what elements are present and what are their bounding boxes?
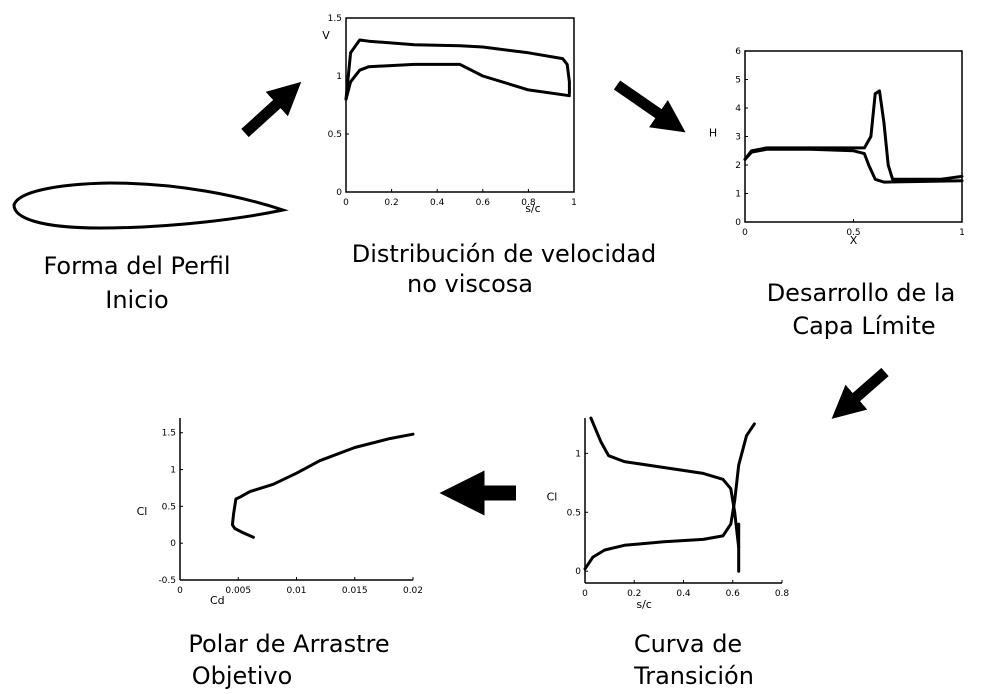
boundary-chart-xtick-label: 0.5 — [846, 228, 860, 238]
caption-transition-2: Transición — [633, 662, 754, 690]
transition-chart-xtick-label: 0.4 — [676, 589, 691, 599]
transition-chart-ytick-label: 0 — [575, 567, 581, 577]
velocity-chart-xtick-label: 0.8 — [521, 198, 536, 208]
velocity-chart-xtick-label: 1 — [571, 198, 577, 208]
polar-chart-xtick-label: 0.005 — [225, 586, 251, 596]
polar-chart-ylabel: Cl — [137, 505, 148, 518]
boundary-chart-xlabel: X — [850, 234, 858, 247]
boundary-chart-ytick-label: 5 — [735, 76, 741, 86]
transition-chart-ytick-label: 1 — [575, 449, 581, 459]
velocity-chart-ytick-label: 0 — [336, 188, 342, 198]
boundary-chart-xtick-label: 1 — [959, 228, 965, 238]
polar-chart-ytick-label: 1.5 — [162, 429, 176, 439]
polar-chart-ytick-label: 0.5 — [162, 502, 176, 512]
arrow-velocity-to-boundary — [613, 80, 686, 133]
boundary-chart-series-1 — [743, 89, 964, 181]
velocity-chart-xtick-label: 0.6 — [476, 198, 491, 208]
transition-chart-xtick-label: 0 — [582, 589, 588, 599]
charts-group: 0 0.2 0.4 0.6 0.8 1 0 0.5 1 1.5 s/c V 0 0.5 1 0 1 2 3 4 5 6X H… — [137, 14, 965, 611]
boundary-chart-xtick-label: 0 — [742, 228, 748, 238]
caption-polar-2: Objetivo — [192, 662, 293, 690]
boundary-chart-ytick-label: 6 — [735, 47, 741, 57]
velocity-chart-xtick-label: 0.4 — [430, 198, 445, 208]
caption-airfoil-1: Forma del Perfil — [43, 252, 230, 280]
caption-transition-1: Curva de — [634, 630, 742, 658]
transition-chart-xtick-label: 0.6 — [726, 589, 741, 599]
caption-airfoil-2: Inicio — [105, 286, 169, 314]
boundary-chart-ytick-label: 4 — [735, 104, 741, 114]
transition-chart-series-1 — [589, 416, 741, 550]
polar-chart-xtick-label: 0.01 — [286, 586, 306, 596]
boundary-chart-ytick-label: 3 — [735, 133, 741, 143]
polar-chart-ytick-label: 0 — [170, 539, 176, 549]
caption-polar-1: Polar de Arrastre — [188, 630, 389, 658]
velocity-chart-xlabel: s/c — [525, 202, 541, 215]
transition-chart-xtick-label: 0.8 — [775, 589, 790, 599]
velocity-chart-ytick-label: 0.5 — [328, 130, 342, 140]
caption-boundary-1: Desarrollo de la — [767, 279, 956, 307]
polar-chart-xlabel: Cd — [210, 594, 225, 607]
polar-chart-xtick-label: 0.015 — [342, 586, 368, 596]
velocity-chart-xtick-label: 0.2 — [384, 198, 398, 208]
transition-chart-xlabel: s/c — [636, 598, 652, 611]
arrow-boundary-to-transition — [831, 367, 889, 419]
airfoil-shape — [12, 181, 289, 230]
boundary-chart-frame — [744, 50, 963, 223]
caption-velocity-2: no viscosa — [407, 270, 533, 298]
arrow-airfoil-to-velocity — [241, 81, 302, 138]
velocity-chart-frame — [345, 17, 575, 193]
transition-chart-series-2 — [583, 422, 756, 571]
polar-chart-ytick-label: -0.5 — [158, 576, 176, 586]
velocity-chart-xtick-label: 0 — [343, 198, 349, 208]
polar-chart-xtick-label: 0 — [177, 586, 183, 596]
caption-velocity-1: Distribución de velocidad — [352, 240, 656, 268]
caption-boundary-2: Capa Límite — [792, 312, 935, 340]
boundary-chart-series-2 — [743, 147, 964, 184]
polar-chart-series-1 — [230, 432, 415, 539]
polar-chart-xtick-label: 0.02 — [403, 586, 423, 596]
boundary-chart-ytick-label: 0 — [735, 218, 741, 228]
boundary-chart-ytick-label: 2 — [735, 161, 741, 171]
polar-chart-ytick-label: 1 — [170, 466, 176, 476]
velocity-chart-ytick-label: 1.5 — [328, 14, 342, 24]
velocity-chart-ylabel: V — [322, 29, 330, 42]
transition-chart-xtick-label: 0.2 — [627, 589, 641, 599]
velocity-chart-ytick-label: 1 — [336, 72, 342, 82]
transition-chart-ylabel: Cl — [547, 491, 558, 504]
velocity-chart-series-1 — [344, 38, 571, 101]
velocity-chart-series-2 — [344, 62, 571, 101]
boundary-chart-ylabel: H — [709, 127, 717, 140]
boundary-chart-ytick-label: 1 — [735, 190, 741, 200]
transition-chart-ytick-label: 0.5 — [567, 508, 581, 518]
